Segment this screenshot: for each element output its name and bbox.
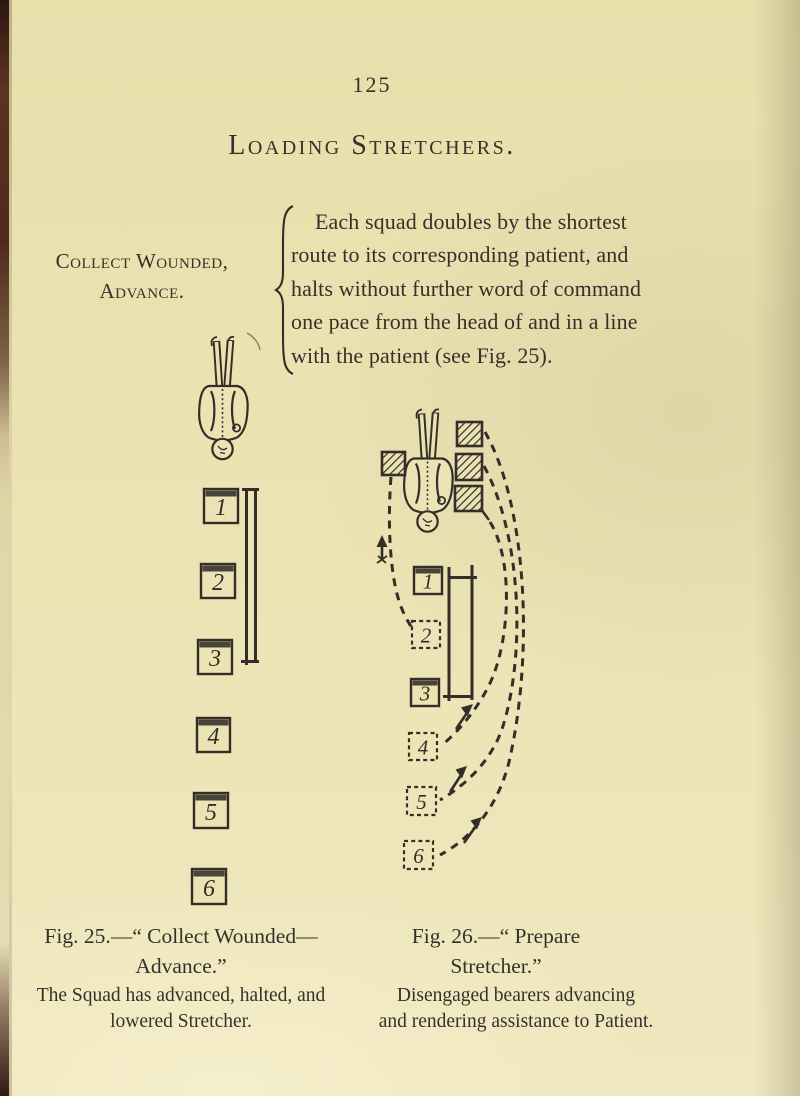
- paragraph-line: with the patient (see Fig. 25).: [291, 342, 553, 368]
- fig25-bearer-5-label: 5: [205, 800, 217, 826]
- fig25-patient-figure: [199, 337, 248, 459]
- command-line-1: Collect Wounded,: [55, 249, 229, 273]
- paragraph-brace: [274, 205, 294, 375]
- fig26-diagram: 1 2 3 4 5 6: [376, 409, 525, 871]
- fig26-bearer-4-label: 4: [418, 736, 429, 760]
- stray-pen-mark: [246, 332, 261, 351]
- fig26-caption-line-2: Stretcher.”: [450, 954, 542, 978]
- fig25-bearer-1-label: 1: [215, 495, 227, 521]
- fig26-patient-figure: [404, 409, 453, 531]
- fig25-caption: Fig. 25.—“ Collect Wounded— Advance.” Th…: [5, 921, 357, 1035]
- fig26-subcaption-line-1: Disengaged bearers advancing: [396, 985, 636, 1006]
- fig25-caption-line-1: Fig. 25.—“ Collect Wounded—: [44, 924, 318, 948]
- command-label: Collect Wounded, Advance.: [28, 246, 256, 306]
- page-right-shadow: [754, 0, 800, 1096]
- fig26-path-bearer-4: [441, 521, 508, 747]
- paragraph-line: Each squad doubles by the shortest: [315, 209, 627, 234]
- fig25-subcaption-line-1: The Squad has advanced, halted, and: [36, 985, 326, 1006]
- page-number: 125: [352, 72, 392, 97]
- page-title: Loading Stretchers.: [228, 130, 516, 161]
- fig26-bearer-5-label: 5: [416, 790, 427, 814]
- instruction-paragraph: Each squad doubles by the shortest route…: [291, 205, 769, 372]
- fig26-path-bearer-2: [387, 476, 414, 629]
- fig26-subcaption-line-2: and rendering assistance to Patient.: [378, 1011, 654, 1032]
- fig26-bearer-2-label: 2: [421, 624, 432, 648]
- fig26-path-arrows: [448, 704, 482, 844]
- fig25-subcaption-line-2: lowered Stretcher.: [110, 1011, 252, 1032]
- fig26-bearer-boxes: 1 2 3 4 5 6: [402, 565, 444, 871]
- fig26-path-bearer-5: [439, 465, 519, 802]
- fig26-caption: Fig. 26.—“ Prepare Stretcher.” Disengage…: [355, 921, 677, 1035]
- fig25-bearer-4-label: 4: [208, 724, 220, 750]
- paragraph-line: route to its corresponding patient, and: [291, 242, 629, 268]
- fig25-stretcher-closed: [241, 488, 259, 665]
- page-gutter-edge: [0, 0, 9, 1096]
- fig26-direction-arrow: [376, 535, 388, 564]
- paragraph-line: one pace from the head of and in a line: [291, 309, 638, 335]
- fig26-caption-line-1: Fig. 26.—“ Prepare: [411, 924, 581, 948]
- command-line-2: Advance.: [99, 279, 185, 303]
- fig25-bearer-3-label: 3: [208, 646, 221, 672]
- fig26-bearer-6-label: 6: [413, 844, 424, 868]
- fig25-bearer-boxes: 1 2 3 4 5 6: [190, 487, 240, 906]
- fig25-diagram: 1 2 3 4 5 6: [190, 332, 261, 906]
- fig25-bearer-6-label: 6: [203, 876, 215, 902]
- paragraph-line: halts without further word of command: [291, 275, 642, 301]
- fig26-hatched-positions: [380, 420, 490, 521]
- fig25-caption-line-2: Advance.”: [135, 954, 227, 978]
- fig26-bearer-1-label: 1: [423, 570, 434, 594]
- fig25-bearer-2-label: 2: [212, 570, 224, 596]
- page-crease: [9, 0, 12, 1096]
- fig26-bearer-3-label: 3: [419, 682, 431, 706]
- fig26-stretcher-open: [443, 565, 477, 701]
